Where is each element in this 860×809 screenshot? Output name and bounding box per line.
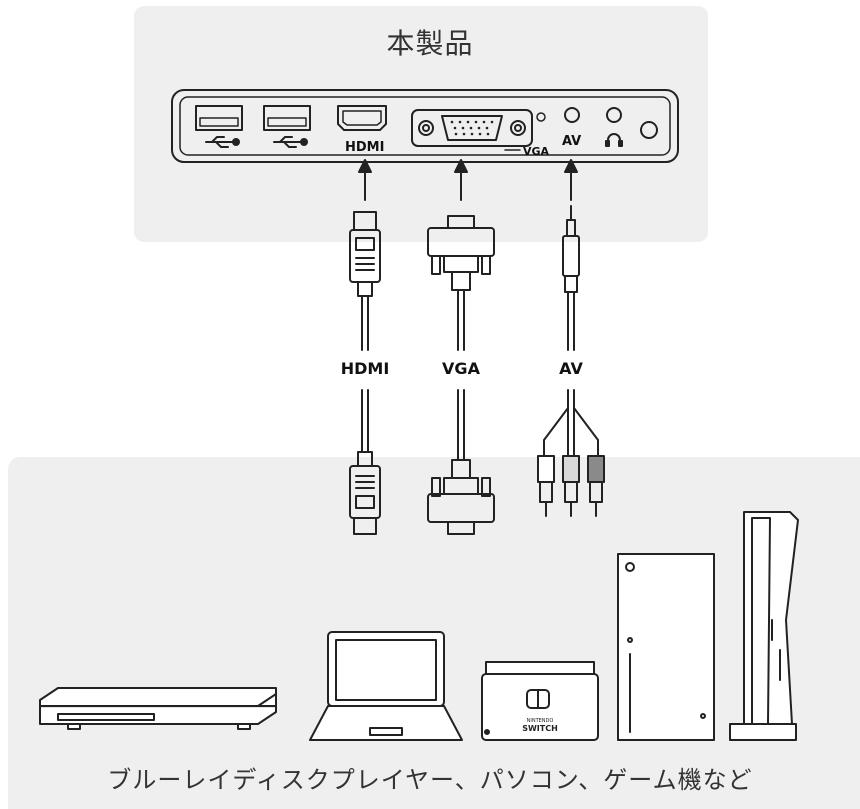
headphone-icon: [605, 133, 623, 147]
vga-port: [411, 109, 533, 151]
rca-plug-white: [537, 455, 555, 517]
vga-connector-top: [427, 215, 495, 291]
av-plug-top: [562, 205, 580, 293]
hdmi-port: [337, 105, 387, 131]
vga-port-label: VGA: [523, 145, 550, 158]
headphone-port: [606, 107, 622, 123]
vga-connector-bottom: [427, 459, 495, 535]
device-back-panel-inner: [179, 96, 671, 156]
rca-plug-dark: [587, 455, 605, 517]
arrow-vga: [454, 159, 468, 201]
hdmi-cable-label: HDMI: [340, 359, 390, 378]
usb-icon: [273, 136, 308, 148]
hdmi-connector-top: [349, 211, 381, 297]
av-cable-label: AV: [559, 359, 583, 378]
rca-plug-light: [562, 455, 580, 517]
device-back-panel: [171, 89, 679, 163]
game-console-switch: [481, 661, 599, 741]
av-port-label: AV: [562, 134, 581, 149]
usb-port-2: [263, 105, 311, 131]
game-console-ps5: [729, 511, 799, 741]
product-title: 本製品: [386, 27, 474, 60]
devices-caption: ブルーレイディスクプレイヤー、パソコン、ゲーム機など: [107, 766, 753, 794]
game-console-xbox: [617, 553, 715, 741]
vga-cable-label: VGA: [442, 359, 480, 378]
switch-logo: SWITCH: [522, 724, 558, 733]
bluray-player: [39, 687, 277, 730]
switch-logo-small: NINTENDO: [527, 718, 554, 724]
hdmi-connector-bottom: [349, 451, 381, 535]
arrow-hdmi: [358, 159, 372, 201]
usb-port-1: [195, 105, 243, 131]
usb-icon: [205, 136, 240, 148]
power-port: [640, 121, 658, 139]
hdmi-port-label: HDMI: [345, 140, 384, 155]
av-port: [564, 107, 580, 123]
indicator-led: [536, 112, 546, 122]
arrow-av: [564, 159, 578, 201]
laptop: [309, 631, 463, 741]
